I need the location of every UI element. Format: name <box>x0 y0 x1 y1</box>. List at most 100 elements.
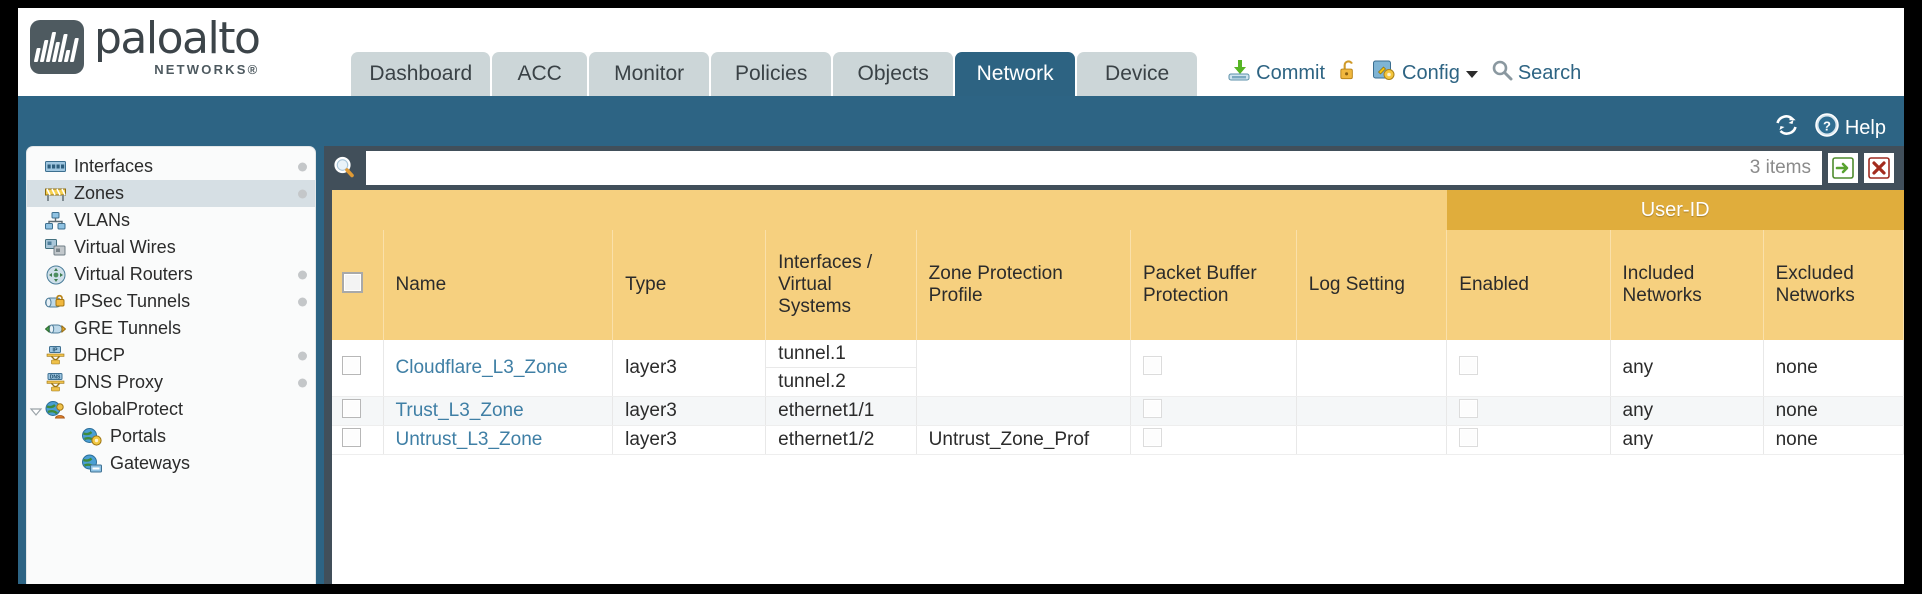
top-header: paloalto NETWORKS® Dashboard ACC Monitor… <box>18 8 1904 96</box>
cell-zone-protection-profile: Untrust_Zone_Prof <box>916 425 1131 455</box>
column-header-name[interactable]: Name <box>383 230 614 340</box>
cell-packet-buffer-protection <box>1130 396 1297 426</box>
zone-name-link[interactable]: Untrust_L3_Zone <box>395 429 543 450</box>
sidebar-item-globalprotect[interactable]: GlobalProtect <box>27 396 315 423</box>
tab-device[interactable]: Device <box>1077 52 1198 96</box>
sidebar-item-ipsec-tunnels[interactable]: IPSec Tunnels <box>27 288 315 315</box>
brand-subtitle: NETWORKS® <box>154 62 260 77</box>
sidebar-item-dns-proxy[interactable]: DNS DNS Proxy <box>27 369 315 396</box>
svg-text:DNS: DNS <box>50 374 61 380</box>
tab-policies[interactable]: Policies <box>711 52 832 96</box>
commit-button[interactable]: Commit <box>1227 58 1325 88</box>
tab-dashboard[interactable]: Dashboard <box>351 52 491 96</box>
row-checkbox[interactable] <box>342 398 361 418</box>
tab-network[interactable]: Network <box>955 52 1076 96</box>
user-id-enabled-checkbox[interactable] <box>1459 398 1479 418</box>
toolbar-right-actions: ? Help <box>1773 112 1886 144</box>
sidebar-item-interfaces[interactable]: Interfaces <box>27 153 315 180</box>
zone-name-link[interactable]: Trust_L3_Zone <box>395 400 524 421</box>
table-row[interactable]: Trust_L3_Zone layer3 ethernet1/1 <box>332 396 1904 426</box>
select-all-checkbox[interactable] <box>342 271 363 293</box>
chevron-down-icon <box>1465 62 1479 85</box>
svg-text:IP: IP <box>53 347 58 353</box>
row-checkbox[interactable] <box>342 427 361 447</box>
select-all-header <box>332 230 384 340</box>
sidebar-label: Interfaces <box>74 156 154 176</box>
sidebar-label: Gateways <box>110 453 191 473</box>
cell-interfaces: ethernet1/1 <box>765 396 917 426</box>
sidebar-label: GRE Tunnels <box>74 318 182 338</box>
refresh-icon[interactable] <box>1773 113 1800 143</box>
help-button[interactable]: ? Help <box>1814 112 1886 144</box>
search-input[interactable] <box>367 152 1750 184</box>
column-header-packet-buffer-protection[interactable]: Packet Buffer Protection <box>1130 230 1297 340</box>
cell-excluded-networks: none <box>1763 425 1904 455</box>
search-icon <box>1491 59 1513 87</box>
apply-filter-button[interactable] <box>1828 153 1858 183</box>
column-header-log-setting[interactable]: Log Setting <box>1296 230 1448 340</box>
cell-included-networks: any <box>1610 425 1764 455</box>
tab-objects[interactable]: Objects <box>833 52 954 96</box>
page-body: ? Help <box>18 96 1904 584</box>
cell-user-id-enabled <box>1446 425 1611 455</box>
cell-included-networks: any <box>1610 340 1764 397</box>
packet-buffer-protection-checkbox[interactable] <box>1142 427 1162 447</box>
brand-name: paloalto <box>94 13 261 64</box>
user-id-enabled-checkbox[interactable] <box>1459 355 1479 375</box>
sidebar-item-dhcp[interactable]: IP DHCP <box>27 342 315 369</box>
vlans-icon <box>45 211 66 230</box>
interface-entry: tunnel.2 <box>778 371 846 392</box>
dhcp-icon: IP <box>45 346 66 365</box>
sidebar-label: Portals <box>110 426 167 446</box>
table-column-header-row: Name Type Interfaces / Virtual Systems Z… <box>332 230 1904 340</box>
clear-filter-button[interactable] <box>1864 153 1894 183</box>
config-menu[interactable]: Config <box>1372 58 1479 88</box>
status-dot <box>298 162 307 171</box>
search-button[interactable]: Search <box>1491 59 1581 87</box>
commit-icon <box>1227 58 1251 88</box>
portals-icon <box>81 428 102 446</box>
network-sidebar: Interfaces Zones <box>26 146 316 584</box>
content-panel: 3 items <box>324 146 1904 584</box>
toolbar-strip: ? Help <box>18 96 1904 152</box>
cell-interfaces: tunnel.1 tunnel.2 <box>765 340 917 397</box>
config-icon <box>1372 58 1397 88</box>
unlock-icon[interactable] <box>1337 58 1360 88</box>
column-header-excluded-networks[interactable]: Excluded Networks <box>1763 230 1904 340</box>
cell-zone-protection-profile <box>916 340 1131 397</box>
cell-excluded-networks: none <box>1763 396 1904 426</box>
search-icon[interactable] <box>330 153 360 183</box>
zone-name-link[interactable]: Cloudflare_L3_Zone <box>395 357 568 378</box>
chevron-down-icon[interactable] <box>29 403 43 417</box>
sidebar-item-vlans[interactable]: VLANs <box>27 207 315 234</box>
zones-icon <box>45 185 66 203</box>
cell-log-setting <box>1296 425 1448 455</box>
packet-buffer-protection-checkbox[interactable] <box>1142 398 1162 418</box>
sidebar-label: Virtual Routers <box>74 264 193 284</box>
column-header-zone-protection-profile[interactable]: Zone Protection Profile <box>916 230 1131 340</box>
column-header-interfaces[interactable]: Interfaces / Virtual Systems <box>765 230 917 340</box>
tab-acc[interactable]: ACC <box>492 52 588 96</box>
zones-table-body: Cloudflare_L3_Zone layer3 tunnel.1 tunne… <box>332 340 1904 455</box>
sidebar-item-gre-tunnels[interactable]: GRE Tunnels <box>27 315 315 342</box>
user-id-enabled-checkbox[interactable] <box>1459 427 1479 447</box>
sidebar-item-virtual-routers[interactable]: Virtual Routers <box>27 261 315 288</box>
status-dot <box>298 270 307 279</box>
row-checkbox[interactable] <box>342 355 361 375</box>
tab-monitor[interactable]: Monitor <box>589 52 710 96</box>
column-header-included-networks[interactable]: Included Networks <box>1610 230 1764 340</box>
sidebar-label: GlobalProtect <box>74 399 184 419</box>
cell-excluded-networks: none <box>1763 340 1904 397</box>
sidebar-label: DNS Proxy <box>74 372 164 392</box>
status-dot <box>298 189 307 198</box>
table-group-header-row: User-ID <box>332 190 1904 230</box>
column-header-type[interactable]: Type <box>612 230 767 340</box>
sidebar-item-virtual-wires[interactable]: Virtual Wires <box>27 234 315 261</box>
sidebar-item-portals[interactable]: Portals <box>27 423 315 450</box>
sidebar-item-zones[interactable]: Zones <box>27 180 315 207</box>
sidebar-item-gateways[interactable]: Gateways <box>27 450 315 477</box>
table-row[interactable]: Untrust_L3_Zone layer3 ethernet1/2 Untru… <box>332 425 1904 455</box>
column-header-enabled[interactable]: Enabled <box>1446 230 1611 340</box>
packet-buffer-protection-checkbox[interactable] <box>1142 355 1162 375</box>
main-nav-tabs: Dashboard ACC Monitor Policies Objects N… <box>351 52 1198 96</box>
